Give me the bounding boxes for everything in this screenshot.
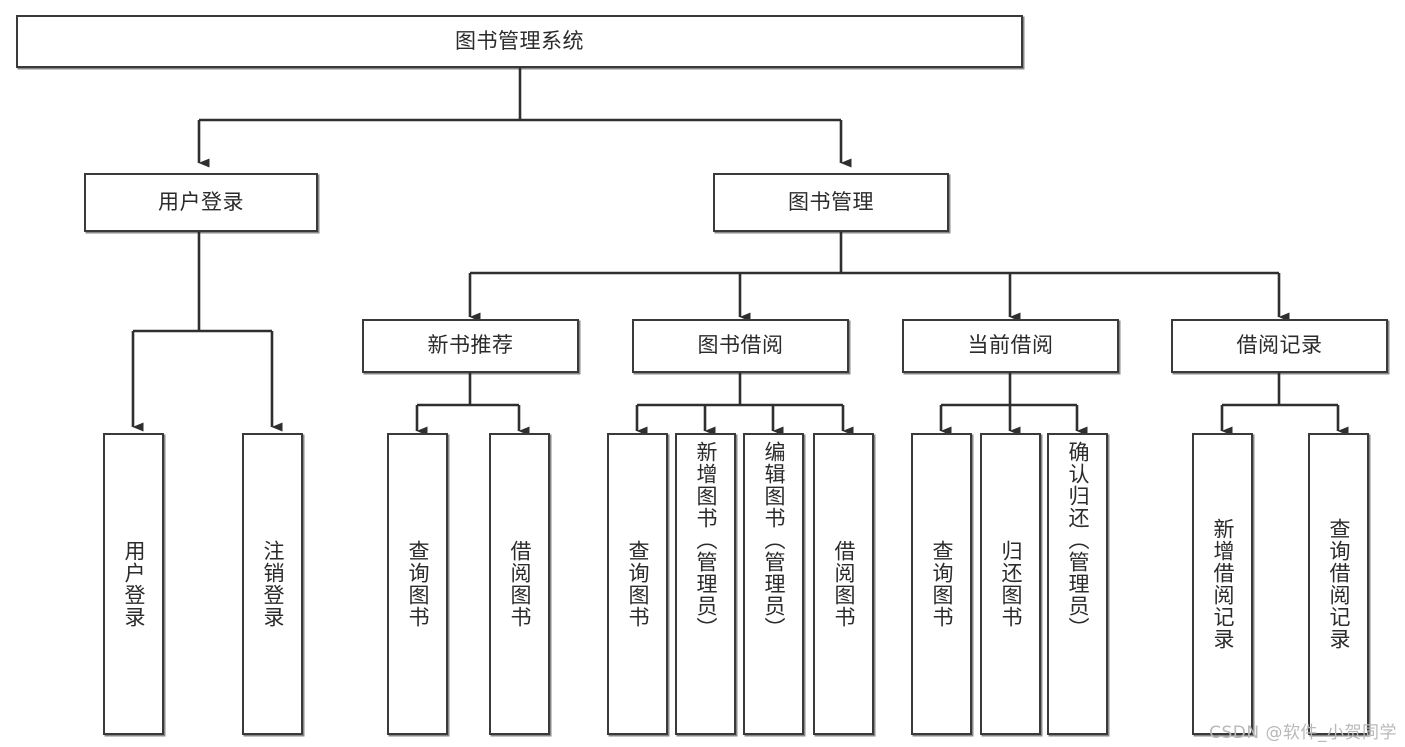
node-new-book-recommend-label: 新书推荐 [427,333,514,358]
node-current-borrow-label: 当前借阅 [967,333,1054,358]
leaf-add-book[interactable]: 新增图书（管理员） [675,433,736,735]
node-book-borrow-label: 图书借阅 [697,333,784,358]
leaf-query-book-3[interactable]: 查询图书 [911,433,972,735]
node-user-login-label: 用户登录 [158,189,244,214]
leaf-query-book-2-label: 查询图书 [625,540,650,628]
leaf-borrow-book-2-label: 借阅图书 [831,540,856,628]
leaf-return-book-label: 归还图书 [998,540,1023,628]
leaf-logout-login-label: 注销登录 [260,540,285,628]
node-book-management-label: 图书管理 [788,189,874,214]
leaf-add-record-label: 新增借阅记录 [1210,518,1235,650]
leaf-add-book-label: 新增图书（管理员） [693,441,718,639]
leaf-query-book-2[interactable]: 查询图书 [607,433,668,735]
leaf-query-book-1[interactable]: 查询图书 [387,433,448,735]
leaf-edit-book-label: 编辑图书（管理员） [761,441,786,639]
leaf-return-book[interactable]: 归还图书 [980,433,1041,735]
leaf-query-book-1-label: 查询图书 [405,540,430,628]
node-root-label: 图书管理系统 [455,28,584,53]
node-borrow-record-label: 借阅记录 [1236,333,1323,358]
leaf-user-login-label: 用户登录 [121,540,146,628]
node-new-book-recommend[interactable]: 新书推荐 [362,319,579,373]
node-book-borrow[interactable]: 图书借阅 [632,319,849,373]
leaf-user-login[interactable]: 用户登录 [103,433,164,735]
leaf-logout-login[interactable]: 注销登录 [242,433,303,735]
leaf-add-record[interactable]: 新增借阅记录 [1192,433,1253,735]
node-borrow-record[interactable]: 借阅记录 [1171,319,1388,373]
leaf-query-record[interactable]: 查询借阅记录 [1308,433,1369,735]
leaf-borrow-book-1-label: 借阅图书 [507,540,532,628]
leaf-query-book-3-label: 查询图书 [929,540,954,628]
leaf-confirm-return-label: 确认归还（管理员） [1065,441,1090,639]
leaf-edit-book[interactable]: 编辑图书（管理员） [743,433,804,735]
leaf-query-record-label: 查询借阅记录 [1326,518,1351,650]
node-current-borrow[interactable]: 当前借阅 [902,319,1119,373]
leaf-borrow-book-2[interactable]: 借阅图书 [813,433,874,735]
csdn-watermark: CSDN @软件_小贺同学 [1209,723,1397,743]
node-book-management[interactable]: 图书管理 [713,173,949,232]
node-root[interactable]: 图书管理系统 [16,15,1023,68]
node-user-login[interactable]: 用户登录 [84,173,318,232]
leaf-borrow-book-1[interactable]: 借阅图书 [489,433,550,735]
leaf-confirm-return[interactable]: 确认归还（管理员） [1047,433,1108,735]
